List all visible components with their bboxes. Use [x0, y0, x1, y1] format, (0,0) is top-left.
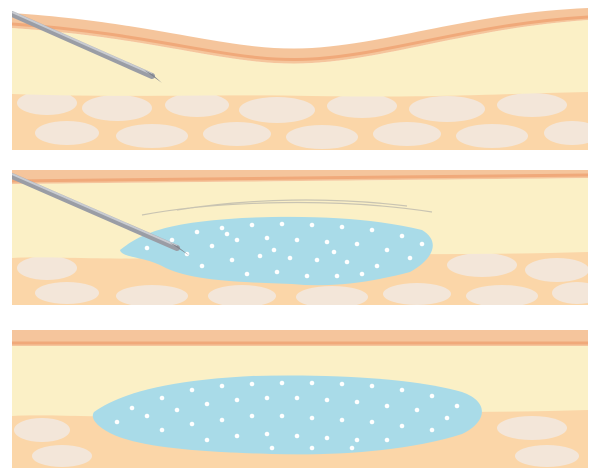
panel-2-filler-injection [12, 170, 588, 305]
panel-3-filler-result [12, 330, 588, 468]
panel-1-needle-insertion [12, 8, 588, 150]
skin-cross-section-3 [12, 330, 588, 468]
skin-cross-section-2 [12, 170, 588, 305]
skin-cross-section-1 [12, 8, 588, 150]
